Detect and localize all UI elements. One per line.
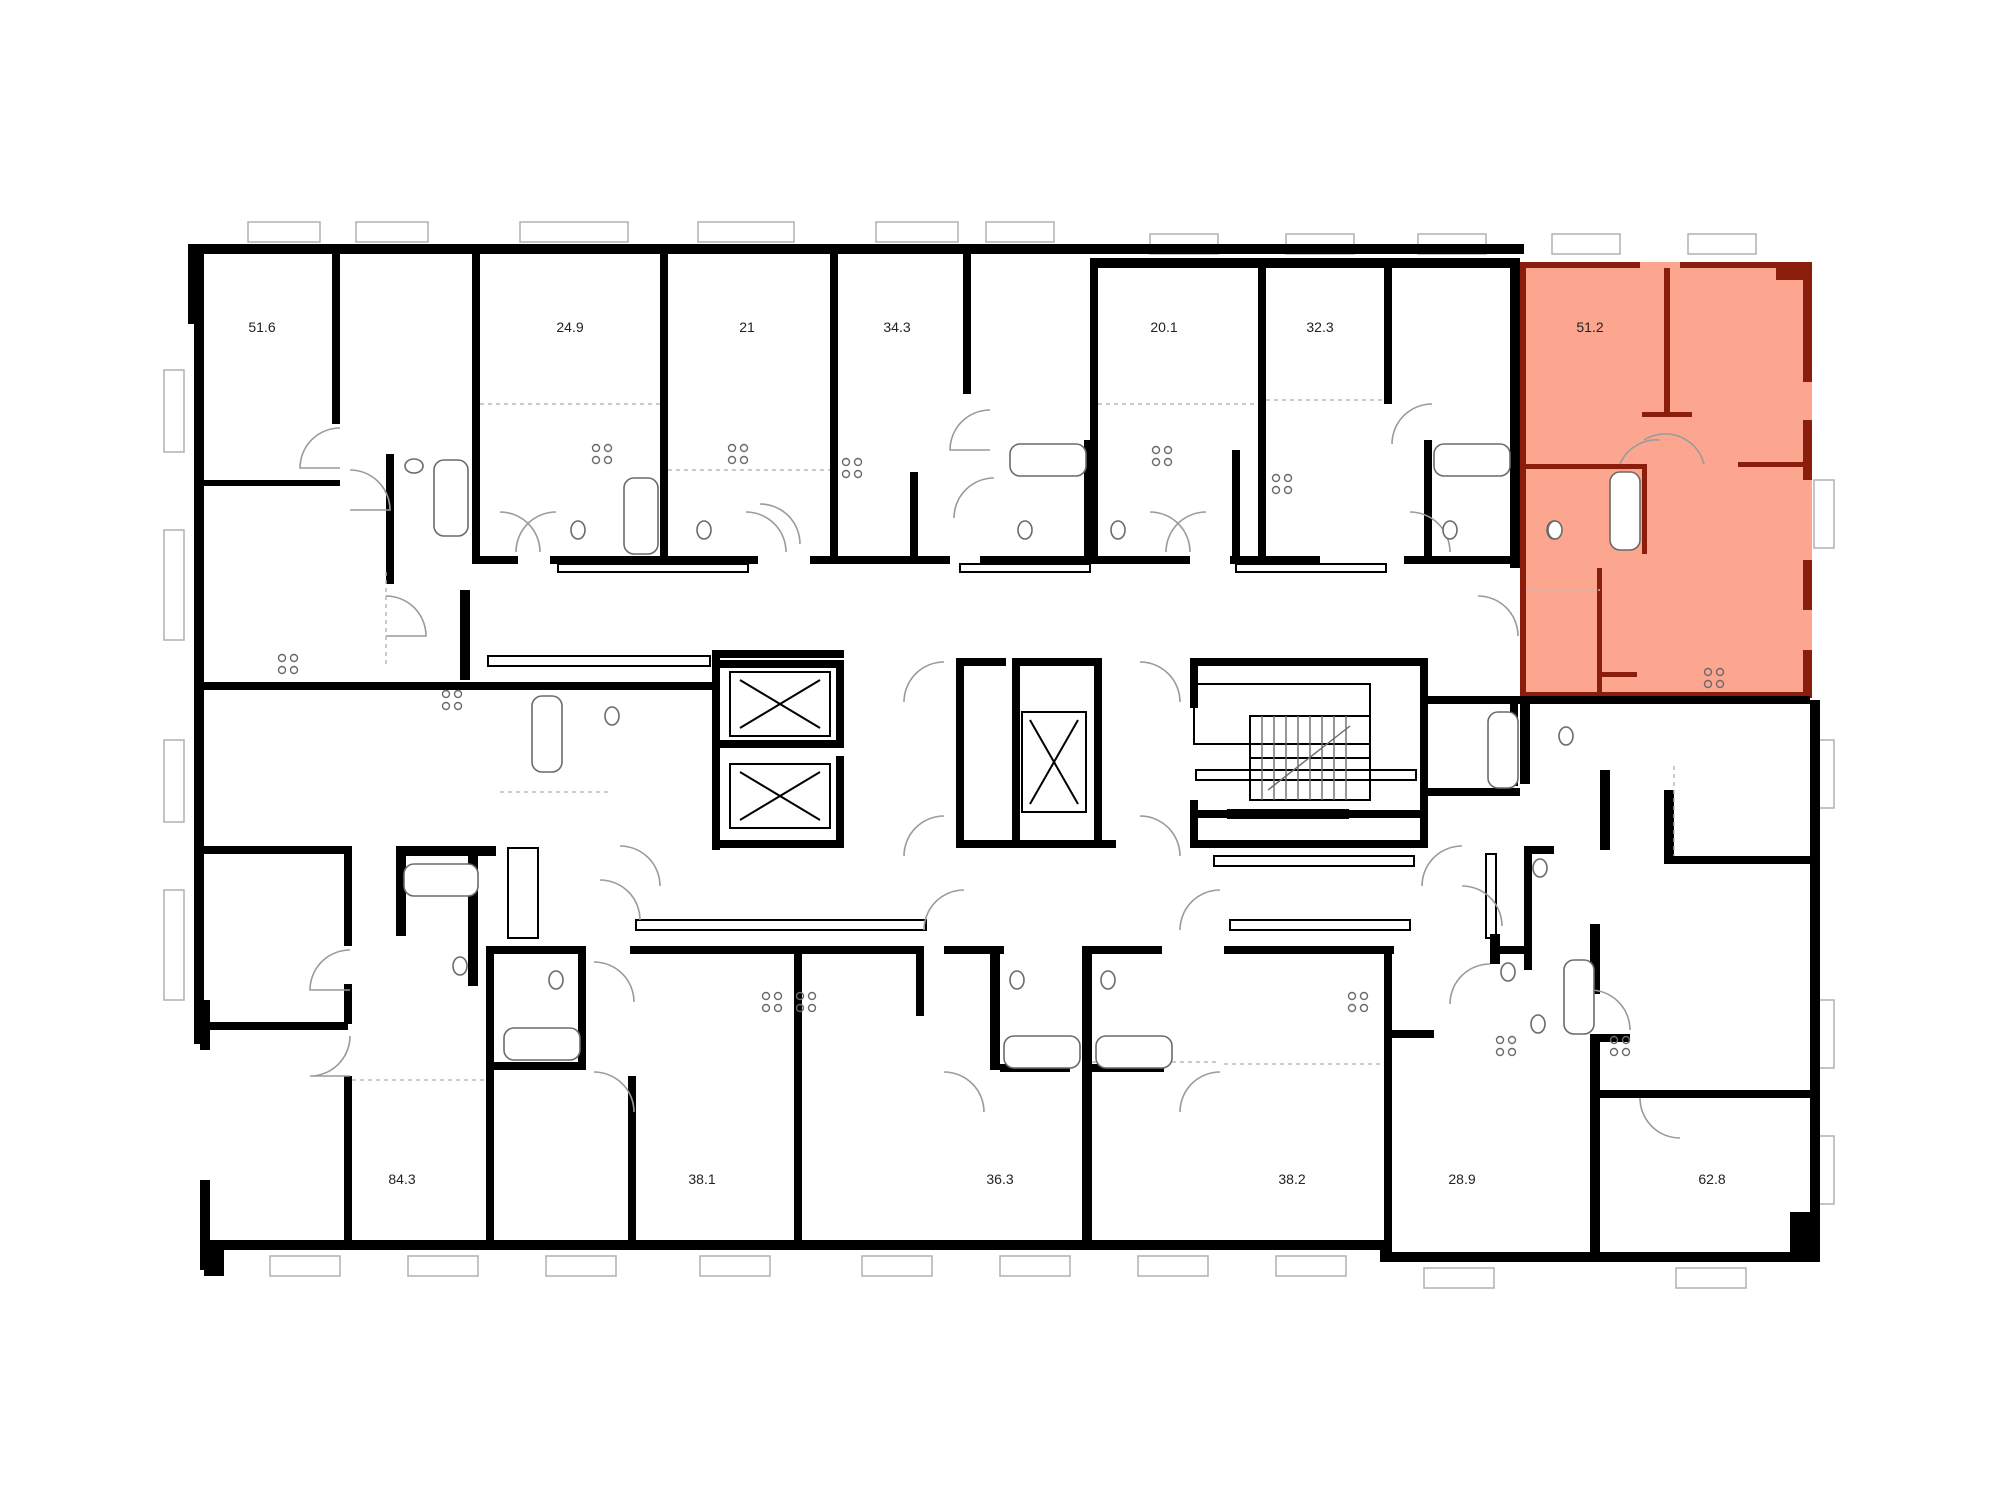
area-label: 34.3 xyxy=(883,319,910,335)
area-label: 38.1 xyxy=(688,1171,715,1187)
area-label: 24.9 xyxy=(556,319,583,335)
interior-walls-left xyxy=(200,846,1810,1260)
elevators xyxy=(729,671,1087,829)
area-label: 20.1 xyxy=(1150,319,1177,335)
room-boundaries xyxy=(352,399,1675,1081)
stairs xyxy=(1249,715,1371,801)
area-label: 32.3 xyxy=(1306,319,1333,335)
area-label: 84.3 xyxy=(388,1171,415,1187)
area-label: 51.6 xyxy=(248,319,275,335)
area-label: 36.3 xyxy=(986,1171,1013,1187)
doors xyxy=(299,403,1705,1139)
interior-walls-top xyxy=(200,254,1520,680)
area-label: 21 xyxy=(739,319,755,335)
area-labels: 51.6 24.9 21 34.3 20.1 32.3 51.2 84.3 38… xyxy=(248,319,1725,1187)
area-label: 28.9 xyxy=(1448,1171,1475,1187)
interior-walls-core xyxy=(200,650,1810,864)
area-label-selected: 51.2 xyxy=(1576,319,1603,335)
windows-bottom xyxy=(269,1255,1747,1289)
bath-fixtures xyxy=(403,443,1641,1069)
corridor-lines xyxy=(487,563,1497,939)
area-label: 62.8 xyxy=(1698,1171,1725,1187)
selected-apartment[interactable] xyxy=(1520,262,1812,698)
kitchen-stoves xyxy=(277,443,1725,1057)
area-label: 38.2 xyxy=(1278,1171,1305,1187)
